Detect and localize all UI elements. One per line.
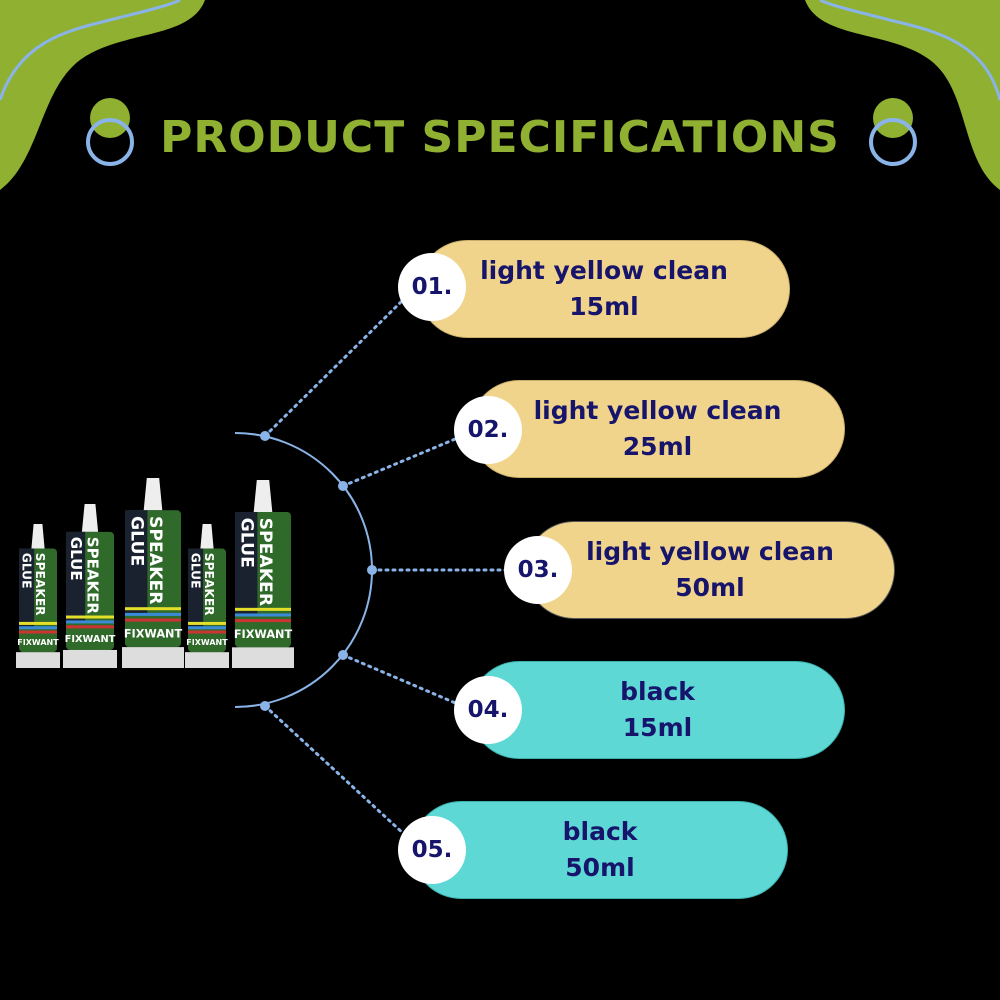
spec-number: 02.	[454, 396, 522, 464]
svg-text:GLUE: GLUE	[236, 518, 256, 568]
spec-item-4: black 15ml	[470, 661, 845, 759]
spec-size: 50ml	[675, 573, 745, 602]
svg-text:SPEAKER: SPEAKER	[83, 537, 101, 615]
spec-color: light yellow clean	[586, 537, 834, 566]
svg-text:FIXWANT: FIXWANT	[234, 628, 293, 641]
spec-item-1: light yellow clean 15ml	[418, 240, 790, 338]
corner-blob-right	[805, 0, 1000, 190]
svg-text:FIXWANT: FIXWANT	[124, 628, 183, 641]
svg-text:GLUE: GLUE	[126, 516, 146, 566]
spec-size: 25ml	[622, 432, 693, 461]
page-title: PRODUCT SPECIFICATIONS	[160, 112, 840, 163]
product-tubes: FIXWANT SPEAKER GLUE FIXWANT SPEAKER GLU…	[16, 478, 294, 668]
spec-item-2: light yellow clean 25ml	[470, 380, 845, 478]
corner-blob-left	[0, 0, 205, 190]
svg-text:FIXWANT: FIXWANT	[186, 638, 228, 647]
glue-tube: FIXWANT SPEAKER GLUE	[16, 524, 60, 668]
corner-line-left	[0, 0, 181, 101]
svg-text:FIXWANT: FIXWANT	[17, 638, 59, 647]
svg-text:GLUE: GLUE	[67, 537, 85, 581]
connector-lines	[263, 296, 512, 837]
spec-number: 01.	[398, 253, 466, 321]
svg-text:FIXWANT: FIXWANT	[65, 634, 116, 645]
svg-text:SPEAKER: SPEAKER	[33, 553, 47, 616]
corner-line-right	[819, 0, 1000, 101]
spec-color: light yellow clean	[480, 256, 728, 285]
glue-tube: FIXWANT SPEAKER GLUE	[185, 524, 229, 668]
spec-color: light yellow clean	[533, 396, 782, 425]
svg-text:GLUE: GLUE	[189, 553, 203, 589]
spec-number: 05.	[398, 816, 466, 884]
spec-number: 04.	[454, 676, 522, 744]
svg-text:SPEAKER: SPEAKER	[145, 516, 165, 604]
spec-color: black	[562, 817, 638, 846]
ring-right-icon	[869, 118, 917, 166]
glue-tube: FIXWANT SPEAKER GLUE	[63, 504, 117, 668]
connector-dots	[260, 431, 377, 711]
svg-text:SPEAKER: SPEAKER	[255, 518, 275, 606]
ring-left-icon	[86, 118, 134, 166]
spec-number: 03.	[504, 536, 572, 604]
glue-tube: FIXWANT SPEAKER GLUE	[122, 478, 184, 668]
svg-text:GLUE: GLUE	[20, 553, 34, 589]
svg-text:SPEAKER: SPEAKER	[202, 553, 216, 616]
spec-color: black	[620, 677, 695, 706]
glue-tube: FIXWANT SPEAKER GLUE	[232, 480, 294, 668]
spec-item-5: black 50ml	[412, 801, 788, 899]
spec-size: 15ml	[569, 292, 639, 321]
spec-size: 50ml	[565, 853, 635, 882]
spec-size: 15ml	[622, 713, 693, 742]
spec-item-3: light yellow clean 50ml	[525, 521, 895, 619]
